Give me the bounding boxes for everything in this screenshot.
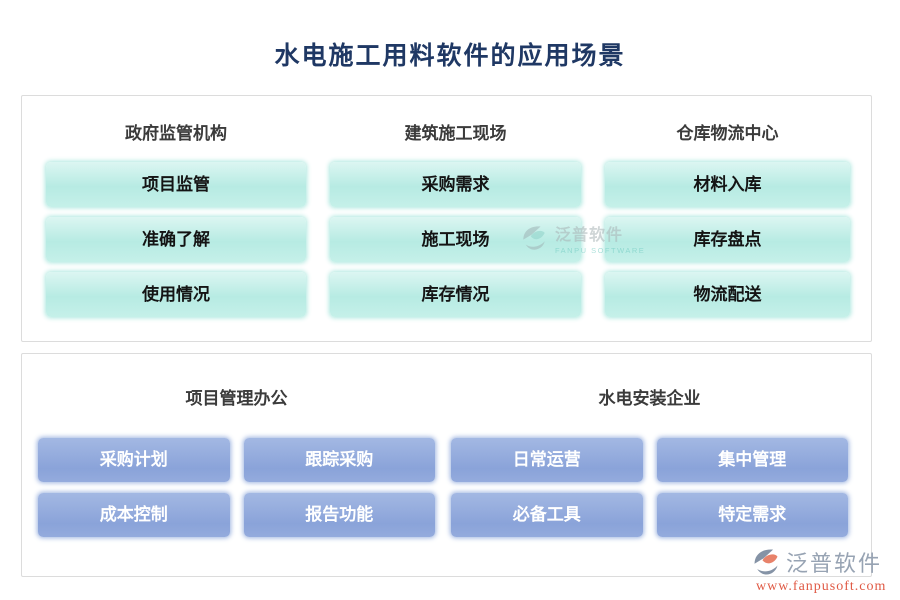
fanpu-logo-icon	[750, 547, 782, 577]
block-report-function[interactable]: 报告功能	[243, 493, 435, 537]
corner-watermark-url: www.fanpusoft.com	[756, 579, 887, 594]
block-purchase-demand[interactable]: 采购需求	[330, 162, 581, 207]
bottom-scenarios-panel: 项目管理办公 采购计划 跟踪采购 成本控制 报告功能 水电安装企业 日常运营 集…	[21, 353, 872, 577]
block-logistics-delivery[interactable]: 物流配送	[605, 272, 850, 317]
block-accurate-understanding[interactable]: 准确了解	[46, 217, 306, 262]
block-usage-status[interactable]: 使用情况	[46, 272, 306, 317]
column-warehouse-logistics: 仓库物流中心 材料入库 库存盘点 物流配送	[605, 96, 850, 341]
center-watermark-name: 泛普软件	[555, 227, 624, 244]
column-construction-site: 建筑施工现场 采购需求 施工现场 库存情况	[330, 96, 581, 341]
group-header-mep-installation-enterprise: 水电安装企业	[598, 389, 701, 408]
fanpu-logo-icon	[519, 224, 549, 252]
top-scenarios-panel: 政府监管机构 项目监管 准确了解 使用情况 建筑施工现场 采购需求 施工现场 库…	[21, 95, 872, 342]
center-watermark: 泛普软件 FANPU SOFTWARE	[519, 221, 645, 255]
block-daily-operations[interactable]: 日常运营	[451, 438, 643, 482]
block-stocktaking[interactable]: 库存盘点	[605, 217, 850, 262]
group-header-project-management-office: 项目管理办公	[185, 389, 288, 408]
corner-watermark: 泛普软件 www.fanpusoft.com	[750, 546, 886, 595]
block-material-inbound[interactable]: 材料入库	[605, 162, 850, 207]
group-mep-installation-enterprise: 水电安装企业 日常运营 集中管理 必备工具 特定需求	[451, 354, 848, 576]
column-header-warehouse-logistics: 仓库物流中心	[676, 124, 779, 143]
column-header-government: 政府监管机构	[125, 124, 227, 143]
column-header-construction-site: 建筑施工现场	[404, 124, 507, 143]
group-blocks: 日常运营 集中管理 必备工具 特定需求	[451, 438, 848, 537]
block-cost-control[interactable]: 成本控制	[38, 493, 230, 537]
block-construction-site[interactable]: 施工现场	[330, 217, 581, 262]
block-centralized-management[interactable]: 集中管理	[656, 438, 848, 482]
column-government: 政府监管机构 项目监管 准确了解 使用情况	[46, 96, 306, 341]
block-inventory-status[interactable]: 库存情况	[330, 272, 581, 317]
block-essential-tools[interactable]: 必备工具	[451, 493, 643, 537]
column-blocks: 项目监管 准确了解 使用情况	[46, 162, 306, 317]
column-blocks: 材料入库 库存盘点 物流配送	[605, 162, 850, 317]
group-project-management-office: 项目管理办公 采购计划 跟踪采购 成本控制 报告功能	[38, 354, 435, 576]
group-blocks: 采购计划 跟踪采购 成本控制 报告功能	[38, 438, 435, 537]
center-watermark-subtitle: FANPU SOFTWARE	[555, 246, 646, 255]
block-track-purchasing[interactable]: 跟踪采购	[243, 438, 435, 482]
column-blocks: 采购需求 施工现场 库存情况	[330, 162, 581, 317]
page-title: 水电施工用料软件的应用场景	[274, 42, 626, 70]
block-purchase-plan[interactable]: 采购计划	[38, 438, 230, 482]
block-project-supervision[interactable]: 项目监管	[46, 162, 306, 207]
corner-watermark-name: 泛普软件	[786, 551, 883, 576]
block-specific-needs[interactable]: 特定需求	[656, 493, 848, 537]
